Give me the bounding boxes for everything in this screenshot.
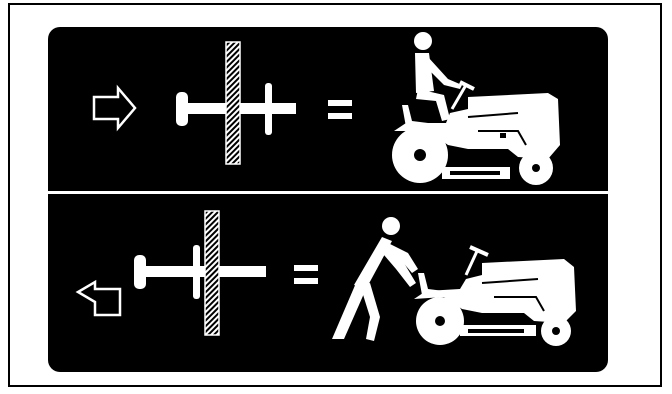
equals-icon-2 <box>294 265 318 284</box>
riding-operator-on-tractor-icon <box>392 32 560 185</box>
arrow-left-icon <box>78 282 120 315</box>
freewheel-rod-pulled-out-icon <box>134 211 266 335</box>
freewheel-decal: 02219 <box>48 27 608 372</box>
arrow-right-icon <box>94 88 135 128</box>
person-pushing-tractor-icon <box>332 217 576 346</box>
bottom-panel <box>78 211 576 346</box>
panel-divider <box>48 191 608 194</box>
equals-icon <box>328 100 352 119</box>
decal-graphic <box>48 27 608 372</box>
top-panel <box>94 32 560 185</box>
freewheel-rod-pushed-in-icon <box>176 42 296 164</box>
image-frame: 02219 <box>8 3 662 387</box>
